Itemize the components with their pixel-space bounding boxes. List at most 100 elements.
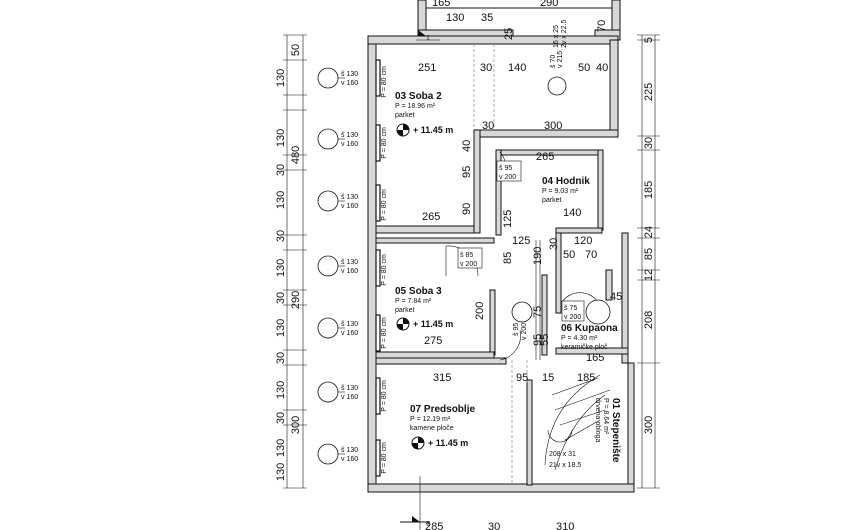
dim-top: 165 (432, 0, 450, 9)
dim: 165 (586, 352, 604, 364)
dim-top: 290 (540, 0, 558, 9)
left-outer-dim: 50 (290, 44, 302, 56)
dim: 315 (433, 372, 451, 384)
room-level: + 11.45 m (413, 319, 453, 329)
dim-top: 130 (446, 12, 464, 24)
right-dimension-lines (637, 34, 660, 489)
window-width: š 130 (341, 447, 358, 454)
right-dim: 208 (643, 311, 655, 329)
dim: 50 (563, 249, 575, 261)
dim-room3b: 30 (482, 120, 494, 132)
left-inner-dim: 130 (275, 129, 287, 147)
section-label: 1 (426, 521, 430, 528)
room-floor: parket (395, 307, 415, 314)
section-marker (400, 30, 430, 523)
window-height: v 160 (341, 394, 358, 401)
dim: 95 (461, 166, 473, 178)
dim-bottom: 310 (556, 521, 574, 530)
window-markers (317, 67, 345, 465)
dim: 190 (532, 247, 544, 265)
left-outer-dim: 290 (290, 291, 302, 309)
dim: 265 (422, 211, 440, 223)
dim: 140 (563, 207, 581, 219)
left-inner-dim: 130 (275, 191, 287, 209)
right-dim: 225 (643, 83, 655, 101)
door-height: v 200 (564, 314, 581, 321)
left-inner-dim: 30 (275, 230, 287, 242)
left-inner-dim: 130 (275, 463, 287, 481)
dim-room3: 40 (596, 62, 608, 74)
left-inner-dim: 130 (275, 319, 287, 337)
dim-bottom: 30 (488, 521, 500, 530)
stair-rise: 21v x 18.5 (549, 462, 581, 469)
room-level: + 11.45 m (413, 125, 453, 135)
room-name: 04 Hodnik (542, 176, 590, 187)
door-width: š 75 (564, 305, 577, 312)
parapet-label: P = 80 cm (381, 127, 388, 159)
door-width: š 85 (460, 252, 473, 259)
parapet-label: P = 80 cm (381, 317, 388, 349)
walls (367, 0, 635, 493)
dim: 185 (577, 372, 595, 384)
right-dim: 300 (643, 416, 655, 434)
dim: 120 (574, 235, 592, 247)
dim-room3b: 300 (544, 120, 562, 132)
room-name: 07 Predsoblje (410, 404, 475, 415)
right-dim: 30 (643, 137, 655, 149)
step-size: 16 x 25 (553, 25, 560, 48)
window-width: š 130 (341, 71, 358, 78)
left-inner-dim: 130 (275, 259, 287, 277)
window-height: v 160 (341, 80, 358, 87)
door-height: v 200 (521, 323, 528, 340)
right-dim: 12 (643, 269, 655, 281)
door-height: v 200 (460, 261, 477, 268)
left-inner-dim: 30 (275, 352, 287, 364)
fixtures (511, 76, 611, 325)
dim: 95 (516, 372, 528, 384)
window-height: v 160 (341, 203, 358, 210)
window-height: v 160 (341, 330, 358, 337)
left-outer-dim: 480 (290, 146, 302, 164)
dim-room3: 140 (508, 62, 526, 74)
room-floor: kamene ploče (410, 425, 454, 432)
right-dim: 5 (643, 37, 655, 43)
window-height: v 160 (341, 456, 358, 463)
room-area: P = 8.64 m² (602, 398, 609, 435)
dim: 15 (542, 372, 554, 384)
dim-room3: 251 (418, 62, 436, 74)
dim: 45 (610, 291, 622, 303)
room-area: P = 7.84 m² (395, 298, 432, 305)
window-height: v 160 (341, 268, 358, 275)
left-inner-dim: 130 (275, 69, 287, 87)
window-width: š 130 (341, 132, 358, 139)
door-height: v 200 (499, 174, 516, 181)
window-width: š 130 (341, 385, 358, 392)
left-inner-dim: 30 (275, 412, 287, 424)
dim-room3: 30 (480, 62, 492, 74)
door-width: š 70 (550, 55, 557, 68)
parapet-label: P = 80 cm (381, 442, 388, 474)
dim: 70 (585, 249, 597, 261)
room-area: P = 9.03 m² (542, 188, 579, 195)
dim-top: 25 (503, 28, 515, 40)
door-width: š 95 (499, 165, 512, 172)
right-dim: 24 (643, 226, 655, 238)
room-name: 06 Kupaona (561, 323, 618, 334)
window-width: š 130 (341, 321, 358, 328)
dim-top: 35 (481, 12, 493, 24)
room-area: P = 4.30 m² (561, 335, 598, 342)
left-inner-dim: 130 (275, 439, 287, 457)
door-width: š 95 (513, 323, 520, 336)
dim-top: 70 (596, 20, 608, 32)
room-floor: parket (395, 112, 415, 119)
dim: 75 (532, 306, 544, 318)
window-height: v 160 (341, 141, 358, 148)
step-count: 2v x 22.5 (561, 19, 568, 48)
dim: 95 (532, 334, 544, 346)
room-name: 05 Soba 3 (395, 286, 442, 297)
left-outer-dim: 300 (290, 416, 302, 434)
dim: 125 (512, 235, 530, 247)
parapet-label: P = 80 cm (381, 254, 388, 286)
parapet-label: P = 80 cm (381, 66, 388, 98)
